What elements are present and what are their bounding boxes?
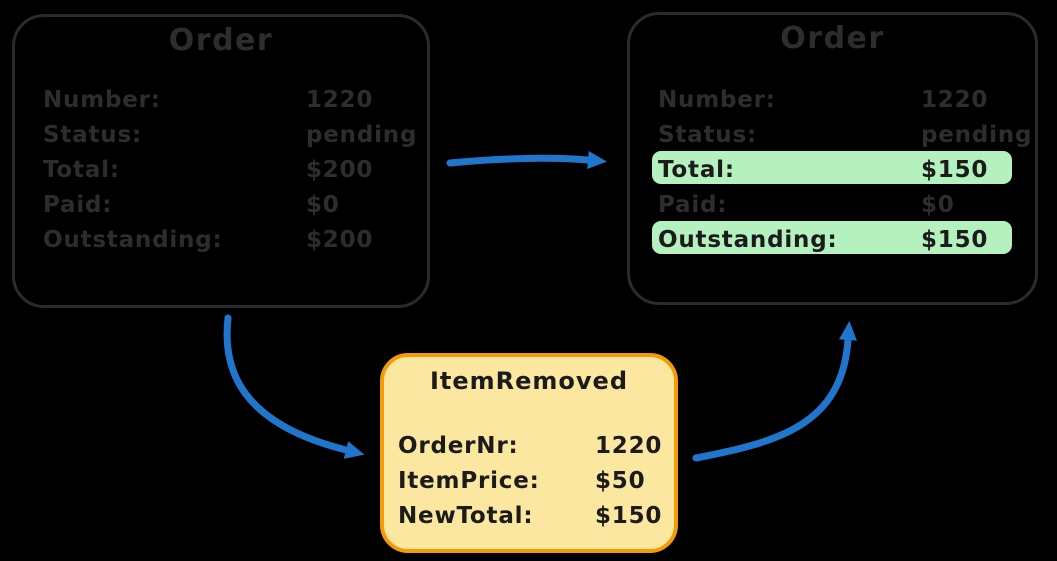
field-label: OrderNr: <box>398 432 519 459</box>
item-removed-event-card: ItemRemoved OrderNr: 1220 ItemPrice: $50… <box>380 353 678 553</box>
field-label: Paid: <box>658 191 728 218</box>
field-row-ordernr: OrderNr: 1220 <box>384 428 674 463</box>
field-value: pending <box>306 121 418 148</box>
field-row-total-highlighted: Total: $150 <box>630 151 1035 187</box>
field-row-number: Number: 1220 <box>630 82 1035 117</box>
event-title: ItemRemoved <box>429 367 629 395</box>
field-row-outstanding-highlighted: Outstanding: $150 <box>630 221 1035 257</box>
arrow-event-to-order <box>692 321 857 462</box>
field-label: Number: <box>658 86 776 113</box>
field-label: NewTotal: <box>398 502 534 529</box>
field-row-outstanding: Outstanding: $200 <box>15 222 427 257</box>
field-value: $50 <box>595 467 646 494</box>
field-value: 1220 <box>595 432 663 459</box>
field-row-paid: Paid: $0 <box>630 187 1035 222</box>
order-before-title: Order <box>168 23 274 58</box>
field-label: Total: <box>658 156 735 183</box>
field-label: Paid: <box>43 191 113 218</box>
field-row-newtotal: NewTotal: $150 <box>384 498 674 533</box>
field-label: Status: <box>658 121 757 148</box>
order-after-card: Order Number: 1220 Status: pending Total… <box>627 12 1038 305</box>
field-row-itemprice: ItemPrice: $50 <box>384 463 674 498</box>
order-before-fields: Number: 1220 Status: pending Total: $200… <box>15 82 427 257</box>
arrow-order-to-event <box>223 314 365 459</box>
field-label: Status: <box>43 121 142 148</box>
field-row-total: Total: $200 <box>15 152 427 187</box>
order-after-fields: Number: 1220 Status: pending Total: $150… <box>630 82 1035 257</box>
field-row-status: Status: pending <box>15 117 427 152</box>
order-after-title: Order <box>780 21 885 56</box>
field-label: Total: <box>43 156 120 183</box>
field-row-status: Status: pending <box>630 117 1035 152</box>
field-value: $150 <box>921 226 989 253</box>
field-value: 1220 <box>306 86 374 113</box>
field-value: $0 <box>306 191 340 218</box>
field-value: $200 <box>306 156 374 183</box>
field-value: $200 <box>306 226 374 253</box>
field-label: Outstanding: <box>658 226 838 253</box>
field-value: $150 <box>921 156 989 183</box>
field-row-number: Number: 1220 <box>15 82 427 117</box>
field-value: 1220 <box>921 86 989 113</box>
arrow-order-to-order <box>446 151 607 169</box>
field-value: $150 <box>595 502 663 529</box>
event-fields: OrderNr: 1220 ItemPrice: $50 NewTotal: $… <box>384 428 674 533</box>
field-label: Number: <box>43 86 161 113</box>
field-value: pending <box>921 121 1033 148</box>
order-before-card: Order Number: 1220 Status: pending Total… <box>12 14 430 308</box>
field-label: ItemPrice: <box>398 467 540 494</box>
field-label: Outstanding: <box>43 226 223 253</box>
field-row-paid: Paid: $0 <box>15 187 427 222</box>
field-value: $0 <box>921 191 955 218</box>
